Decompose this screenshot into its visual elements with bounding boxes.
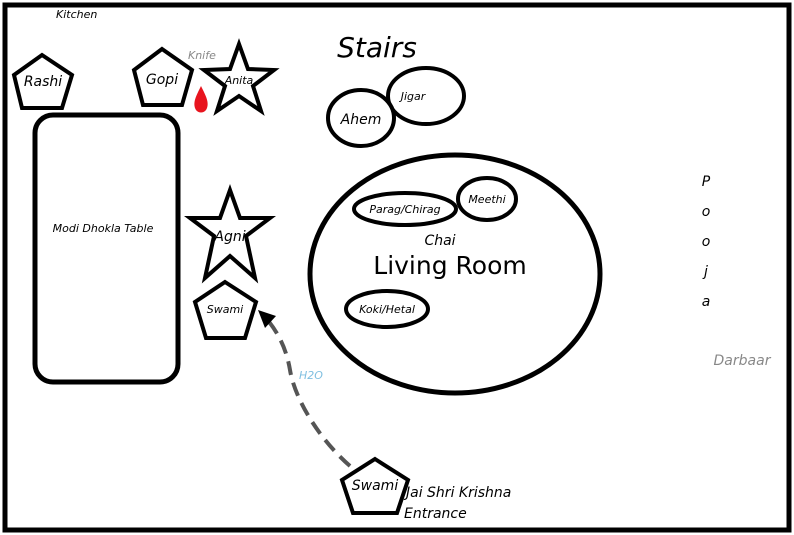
pooja-letter-1: P: [702, 174, 711, 190]
kitchen-label: Kitchen: [56, 8, 97, 21]
living-room-label: Living Room: [373, 251, 526, 280]
agni-seat-star: [184, 184, 276, 284]
koki-hetal-seat-ellipse: [344, 289, 430, 329]
h2o-label: H2O: [299, 369, 323, 382]
darbaar-label: Darbaar: [714, 353, 772, 369]
stairs-label: Stairs: [337, 31, 417, 64]
parag-chirag-seat-ellipse: [352, 191, 458, 227]
agni-label: Agni: [213, 229, 245, 245]
parag-chirag-label: Parag/Chirag: [369, 203, 440, 216]
pooja-letter-2: o: [702, 204, 711, 220]
entrance-label: Entrance: [404, 506, 467, 522]
anita-label: Anita: [224, 74, 254, 87]
swami-entrance-label: Swami: [352, 478, 399, 494]
ahem-label: Ahem: [340, 112, 382, 128]
path-arrowhead-icon: [258, 310, 276, 328]
koki-hetal-label: Koki/Hetal: [359, 303, 415, 316]
meethi-seat-ellipse: [456, 176, 518, 222]
swami-walk-path: [264, 316, 352, 468]
chai-label: Chai: [424, 233, 455, 249]
swami-entrance-pentagon: [339, 456, 411, 515]
jigar-label: Jigar: [399, 90, 427, 103]
rashi-seat-pentagon: [11, 52, 75, 110]
knife-blood-drop-icon: [194, 86, 208, 113]
jigar-seat-ellipse: [386, 66, 466, 126]
swami-seat-label: Swami: [207, 303, 244, 316]
greeting-label: Jai Shri Krishna: [403, 485, 511, 501]
pooja-letter-4: j: [702, 264, 708, 280]
knife-label: Knife: [188, 49, 216, 62]
modi-dhokla-table: [32, 112, 181, 385]
pooja-letter-3: o: [702, 234, 711, 250]
swami-seat-pentagon: [192, 279, 259, 340]
ahem-seat-ellipse: [326, 88, 396, 148]
pooja-letter-5: a: [702, 294, 711, 310]
gopi-label: Gopi: [146, 72, 178, 88]
meethi-label: Meethi: [468, 193, 505, 206]
table-label: Modi Dhokla Table: [53, 222, 154, 235]
gopi-seat-pentagon: [131, 46, 195, 107]
anita-seat-star: [198, 38, 280, 116]
rashi-label: Rashi: [24, 74, 62, 90]
